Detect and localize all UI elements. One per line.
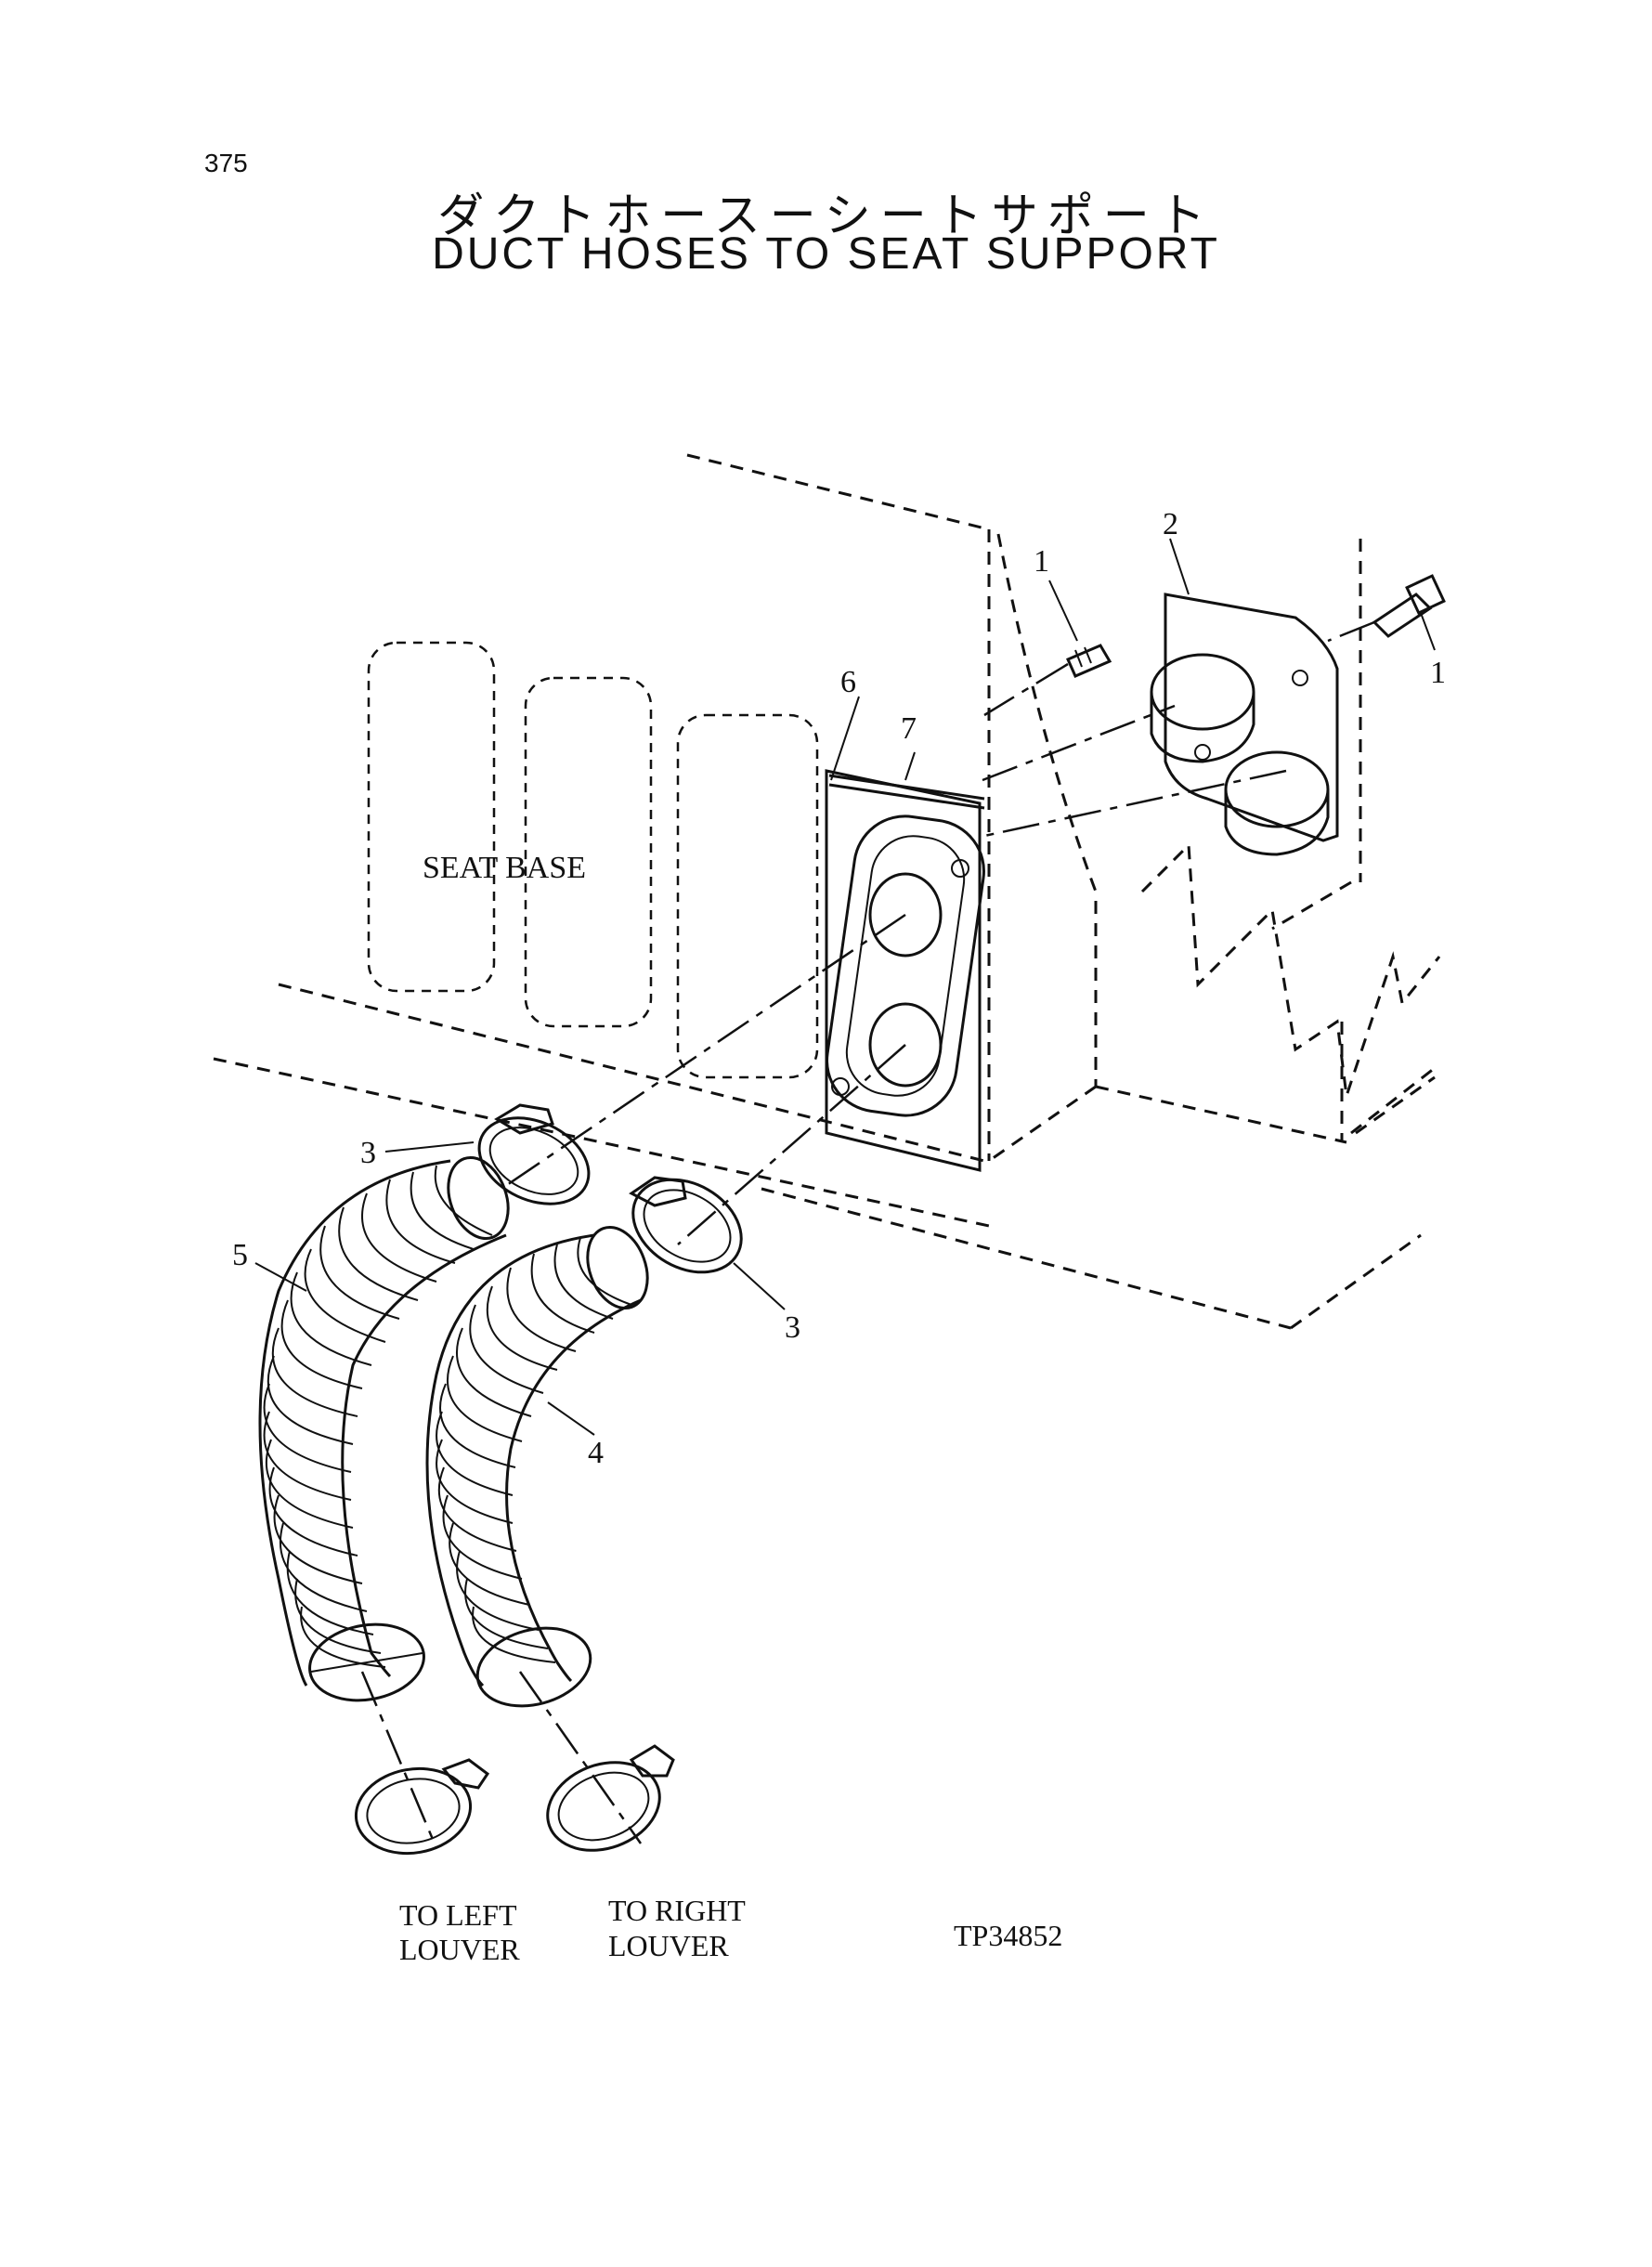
duct-plate xyxy=(825,769,985,1172)
seat-base-label: SEAT BASE xyxy=(423,851,586,885)
left-louver-label-line1: TO LEFT xyxy=(399,1898,517,1932)
bolt-left xyxy=(1066,644,1112,678)
page-number: 375 xyxy=(204,149,248,177)
callout-4: 4 xyxy=(588,1436,604,1470)
right-louver-label-line2: LOUVER xyxy=(608,1929,729,1962)
left-louver-label-line2: LOUVER xyxy=(399,1933,520,1966)
clamp-upper-right xyxy=(629,1176,743,1274)
title-english: DUCT HOSES TO SEAT SUPPORT xyxy=(432,229,1220,279)
clamp-upper-left xyxy=(477,1103,591,1205)
callout-3a: 3 xyxy=(360,1136,376,1170)
duct-hose-5 xyxy=(258,1155,510,1702)
title-japanese: ダクトホースーシートサポート xyxy=(437,189,1215,242)
clamp-lower-left xyxy=(354,1758,490,1856)
callout-1a: 1 xyxy=(1034,544,1049,579)
callout-1b: 1 xyxy=(1430,656,1446,690)
callout-6: 6 xyxy=(840,665,856,699)
callout-2: 2 xyxy=(1163,507,1178,541)
drawing-code: TP34852 xyxy=(954,1919,1062,1952)
right-louver-label-line1: TO RIGHT xyxy=(608,1894,746,1927)
callout-7: 7 xyxy=(901,711,917,746)
duct-hose-4 xyxy=(425,1225,649,1708)
bolt-right xyxy=(1372,574,1446,638)
seat-base-panels xyxy=(367,641,819,1079)
callout-3b: 3 xyxy=(785,1310,800,1345)
assembly-center-lines xyxy=(360,620,1375,1849)
callout-leaders xyxy=(254,538,1436,1436)
callout-5: 5 xyxy=(232,1238,248,1272)
seat-support-outline xyxy=(213,453,1441,1330)
flange-plate xyxy=(1150,593,1339,856)
clamp-lower-right xyxy=(546,1744,675,1852)
